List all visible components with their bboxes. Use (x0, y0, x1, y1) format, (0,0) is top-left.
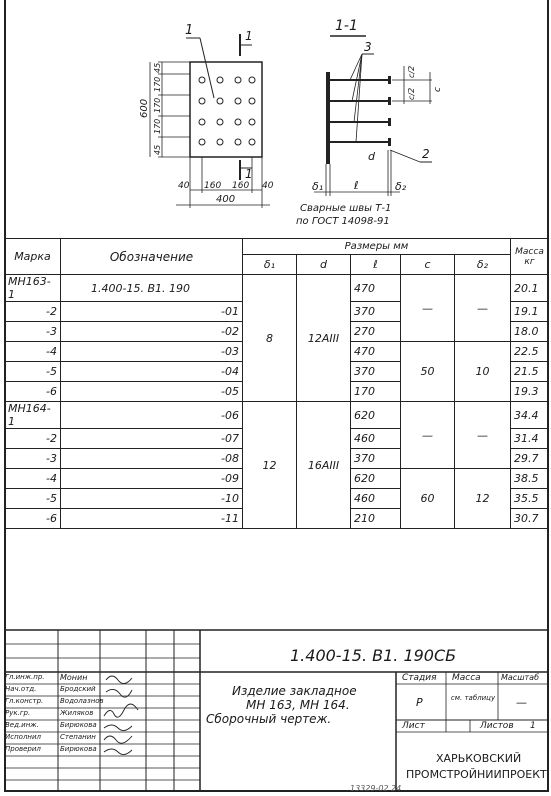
signature-marks (103, 675, 139, 755)
spec-table: Марка Обозначение Размеры мм Масса кг δ₁… (4, 238, 549, 529)
section-mark-top: 1 (245, 29, 253, 43)
drawing-area: 1 1 1 45 170 170 170 45 600 40 160 160 4… (139, 18, 443, 227)
plan-leader-label: 1 (185, 23, 193, 38)
svg-text:160: 160 (204, 181, 221, 191)
plan-anchor-grid (198, 76, 256, 146)
svg-text:160: 160 (232, 181, 249, 191)
svg-text:40: 40 (178, 181, 190, 191)
svg-text:45: 45 (153, 63, 162, 73)
svg-text:40: 40 (262, 181, 274, 191)
weld-note-2: по ГОСТ 14098-91 (296, 216, 390, 227)
svg-text:45: 45 (153, 145, 162, 155)
scale-value: — (516, 696, 527, 709)
svg-text:δ₂: δ₂ (395, 180, 407, 193)
svg-text:c/2: c/2 (407, 88, 416, 100)
stage-value: Р (416, 696, 423, 709)
title-line-1: Изделие закладное (232, 684, 357, 698)
plan-vertical-dims (158, 61, 190, 158)
svg-text:170: 170 (153, 77, 162, 92)
org-line-2: ПРОМСТРОЙНИИПРОЕКТ (406, 768, 547, 781)
svg-text:c: c (433, 87, 443, 92)
weld-note-1: Сварные швы Т-1 (300, 203, 391, 214)
drawing-code: 1.400-15. В1. 190СБ (290, 646, 457, 665)
header-mass: Масса кг (510, 238, 549, 275)
table-row: МН164-1-06 12 16АIII 620 — — 34.4 (4, 401, 549, 529)
svg-text:δ₁: δ₁ (312, 180, 323, 193)
title-line-3: Сборочный чертеж. (206, 712, 332, 726)
svg-text:ℓ: ℓ (353, 179, 359, 192)
section-mark-bottom: 1 (245, 167, 253, 181)
plan-dim-width: 400 (216, 194, 235, 205)
plan-plate (189, 61, 263, 158)
section-leader-anchors: 3 (364, 40, 372, 54)
section-plate (326, 72, 330, 164)
plan-dim-total: 600 (139, 99, 150, 118)
sheets-value: 1 (530, 721, 536, 731)
svg-text:d: d (368, 150, 376, 163)
svg-text:170: 170 (153, 119, 162, 134)
section-leader-plate: 2 (422, 147, 430, 161)
mass-value: см. таблицу (450, 694, 496, 702)
svg-text:c/2: c/2 (407, 66, 416, 78)
svg-text:170: 170 (153, 98, 162, 113)
org-line-1: ХАРЬКОВСКИЙ (436, 752, 522, 765)
section-title: 1-1 (335, 18, 358, 34)
bottom-note: 13329-02 24 (350, 784, 402, 793)
header-designation: Обозначение (60, 238, 243, 275)
title-line-2: МН 163, МН 164. (246, 698, 350, 712)
